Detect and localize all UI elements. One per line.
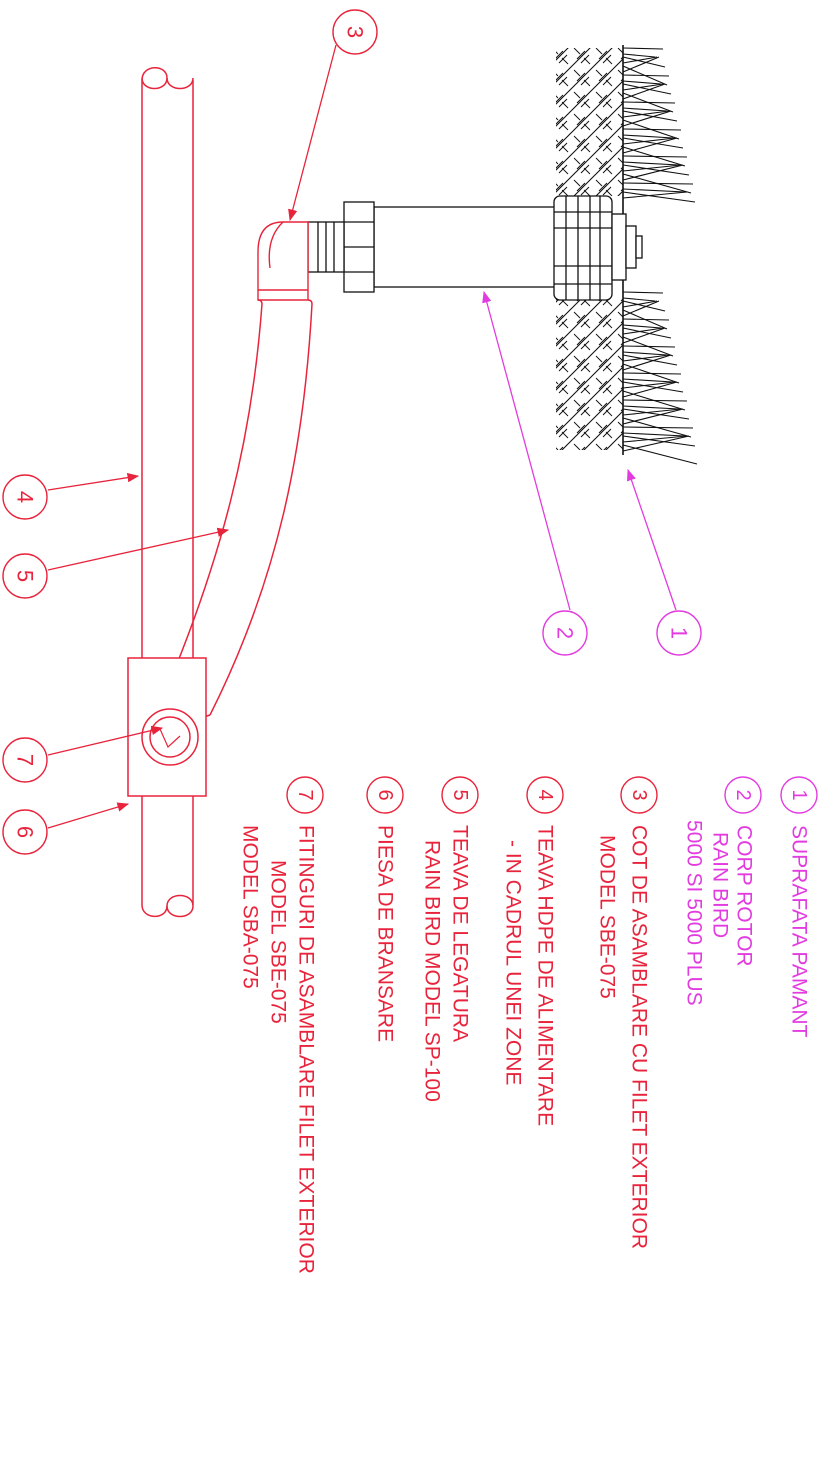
grass-blade	[622, 327, 674, 357]
legend-text-1: SUPRAFATA PAMANT	[788, 825, 811, 1038]
grass-blade	[622, 408, 692, 438]
legend-number-6: 6	[374, 789, 396, 800]
grass-blade	[622, 83, 674, 113]
legend-text-6: PIESA DE BRANSARE	[374, 825, 397, 1042]
grass-blade	[622, 74, 670, 85]
callout-1: 1	[656, 610, 702, 656]
legend-text-2b: RAIN BIRD	[709, 832, 732, 938]
grass-blade	[622, 164, 692, 194]
rotor-body	[307, 195, 643, 301]
grass-blade	[622, 399, 688, 410]
grass-blade	[622, 354, 680, 384]
legend-text-7a: FITINGURI DE ASAMBLARE FILET EXTERIOR	[295, 825, 318, 1274]
callout-4-label: 4	[13, 491, 38, 503]
grass-blade	[622, 191, 696, 203]
grass-blade	[622, 435, 696, 447]
callout-2: 2	[542, 610, 588, 656]
legend-item-4: 4 TEAVA HDPE DE ALIMENTARE - IN CADRUL U…	[502, 776, 564, 1126]
callout-5-label: 5	[13, 570, 38, 582]
grass-blade	[622, 381, 686, 411]
callout-6: 6	[2, 809, 48, 855]
legend-item-6: 6 PIESA DE BRANSARE	[366, 776, 404, 1042]
legend-number-7: 7	[294, 789, 316, 800]
callout-7: 7	[2, 737, 48, 783]
grass-blade	[622, 345, 676, 356]
grass-blade	[622, 137, 686, 167]
grass-blade	[622, 291, 664, 302]
legend-item-3: 3 COT DE ASAMBLARE CU FILET EXTERIOR MOD…	[596, 776, 658, 1249]
legend-number-3: 3	[628, 789, 650, 800]
legend-text-7c: MODEL SBA-075	[239, 825, 262, 989]
ground-surface	[556, 45, 698, 465]
legend-item-1: 1 SUPRAFATA PAMANT	[780, 776, 818, 1038]
grass-blade	[622, 83, 672, 95]
callout-7-label: 7	[13, 754, 38, 766]
grass-blade	[622, 435, 698, 465]
legend-text-3b: MODEL SBE-075	[596, 835, 619, 999]
legend-bubble-5	[441, 776, 479, 814]
grass-blade	[622, 381, 684, 393]
callout-3: 3	[332, 9, 378, 55]
grass-blade	[622, 56, 666, 68]
grass-blade	[622, 300, 666, 312]
grass-blade	[622, 164, 690, 176]
grass-blade	[622, 300, 668, 330]
legend-text-3a: COT DE ASAMBLARE CU FILET EXTERIOR	[628, 825, 651, 1249]
grass-blade	[622, 56, 668, 86]
grass-blade	[622, 318, 670, 329]
grass-blade	[622, 327, 672, 339]
grass-blade	[622, 137, 684, 149]
grass-blade	[622, 128, 682, 139]
callout-2-label: 2	[553, 627, 578, 639]
legend-number-4: 4	[534, 789, 556, 800]
callout-6-label: 6	[13, 826, 38, 838]
grass-blade	[622, 47, 664, 58]
grass-blade	[622, 372, 682, 383]
callout-5: 5	[2, 553, 48, 599]
legend-item-2: 2 CORP ROTOR RAIN BIRD 5000 SI 5000 PLUS	[683, 776, 762, 1006]
legend-number-2: 2	[732, 789, 754, 800]
legend-text-5a: TEAVA DE LEGATURA	[449, 825, 472, 1042]
legend: 1 SUPRAFATA PAMANT 2 CORP ROTOR RAIN BIR…	[239, 776, 818, 1274]
legend-text-4b: - IN CADRUL UNEI ZONE	[502, 840, 525, 1085]
leader-lines	[47, 44, 677, 829]
tapping-saddle	[127, 657, 207, 797]
legend-bubble-3	[620, 776, 658, 814]
callout-1-label: 1	[667, 627, 692, 639]
legend-bubble-2	[724, 776, 762, 814]
callout-4: 4	[2, 474, 48, 520]
grass-blade	[622, 101, 676, 112]
grass-blade	[622, 110, 680, 140]
grass-blade	[622, 182, 694, 193]
legend-text-4a: TEAVA HDPE DE ALIMENTARE	[534, 825, 557, 1126]
legend-bubble-4	[526, 776, 564, 814]
grass-blade	[622, 426, 694, 437]
callout-3-label: 3	[343, 26, 368, 38]
legend-bubble-6	[366, 776, 404, 814]
legend-text-2a: CORP ROTOR	[733, 825, 756, 967]
legend-number-1: 1	[788, 789, 810, 800]
legend-item-5: 5 TEAVA DE LEGATURA RAIN BIRD MODEL SP-1…	[421, 776, 479, 1102]
legend-text-7b: MODEL SBE-075	[267, 860, 290, 1024]
legend-bubble-1	[780, 776, 818, 814]
legend-item-7: 7 FITINGURI DE ASAMBLARE FILET EXTERIOR …	[239, 776, 324, 1274]
legend-text-2c: 5000 SI 5000 PLUS	[683, 820, 706, 1006]
grass-blade	[622, 155, 688, 166]
legend-text-5b: RAIN BIRD MODEL SP-100	[421, 840, 444, 1102]
grass-blade	[622, 408, 690, 420]
legend-number-5: 5	[449, 789, 471, 800]
grass-blade	[622, 354, 678, 366]
elbow-fitting	[257, 221, 309, 301]
flexible-connection-pipe	[159, 299, 313, 719]
legend-bubble-7	[286, 776, 324, 814]
grass-blade	[622, 110, 678, 122]
hdpe-supply-pipe	[141, 67, 194, 918]
